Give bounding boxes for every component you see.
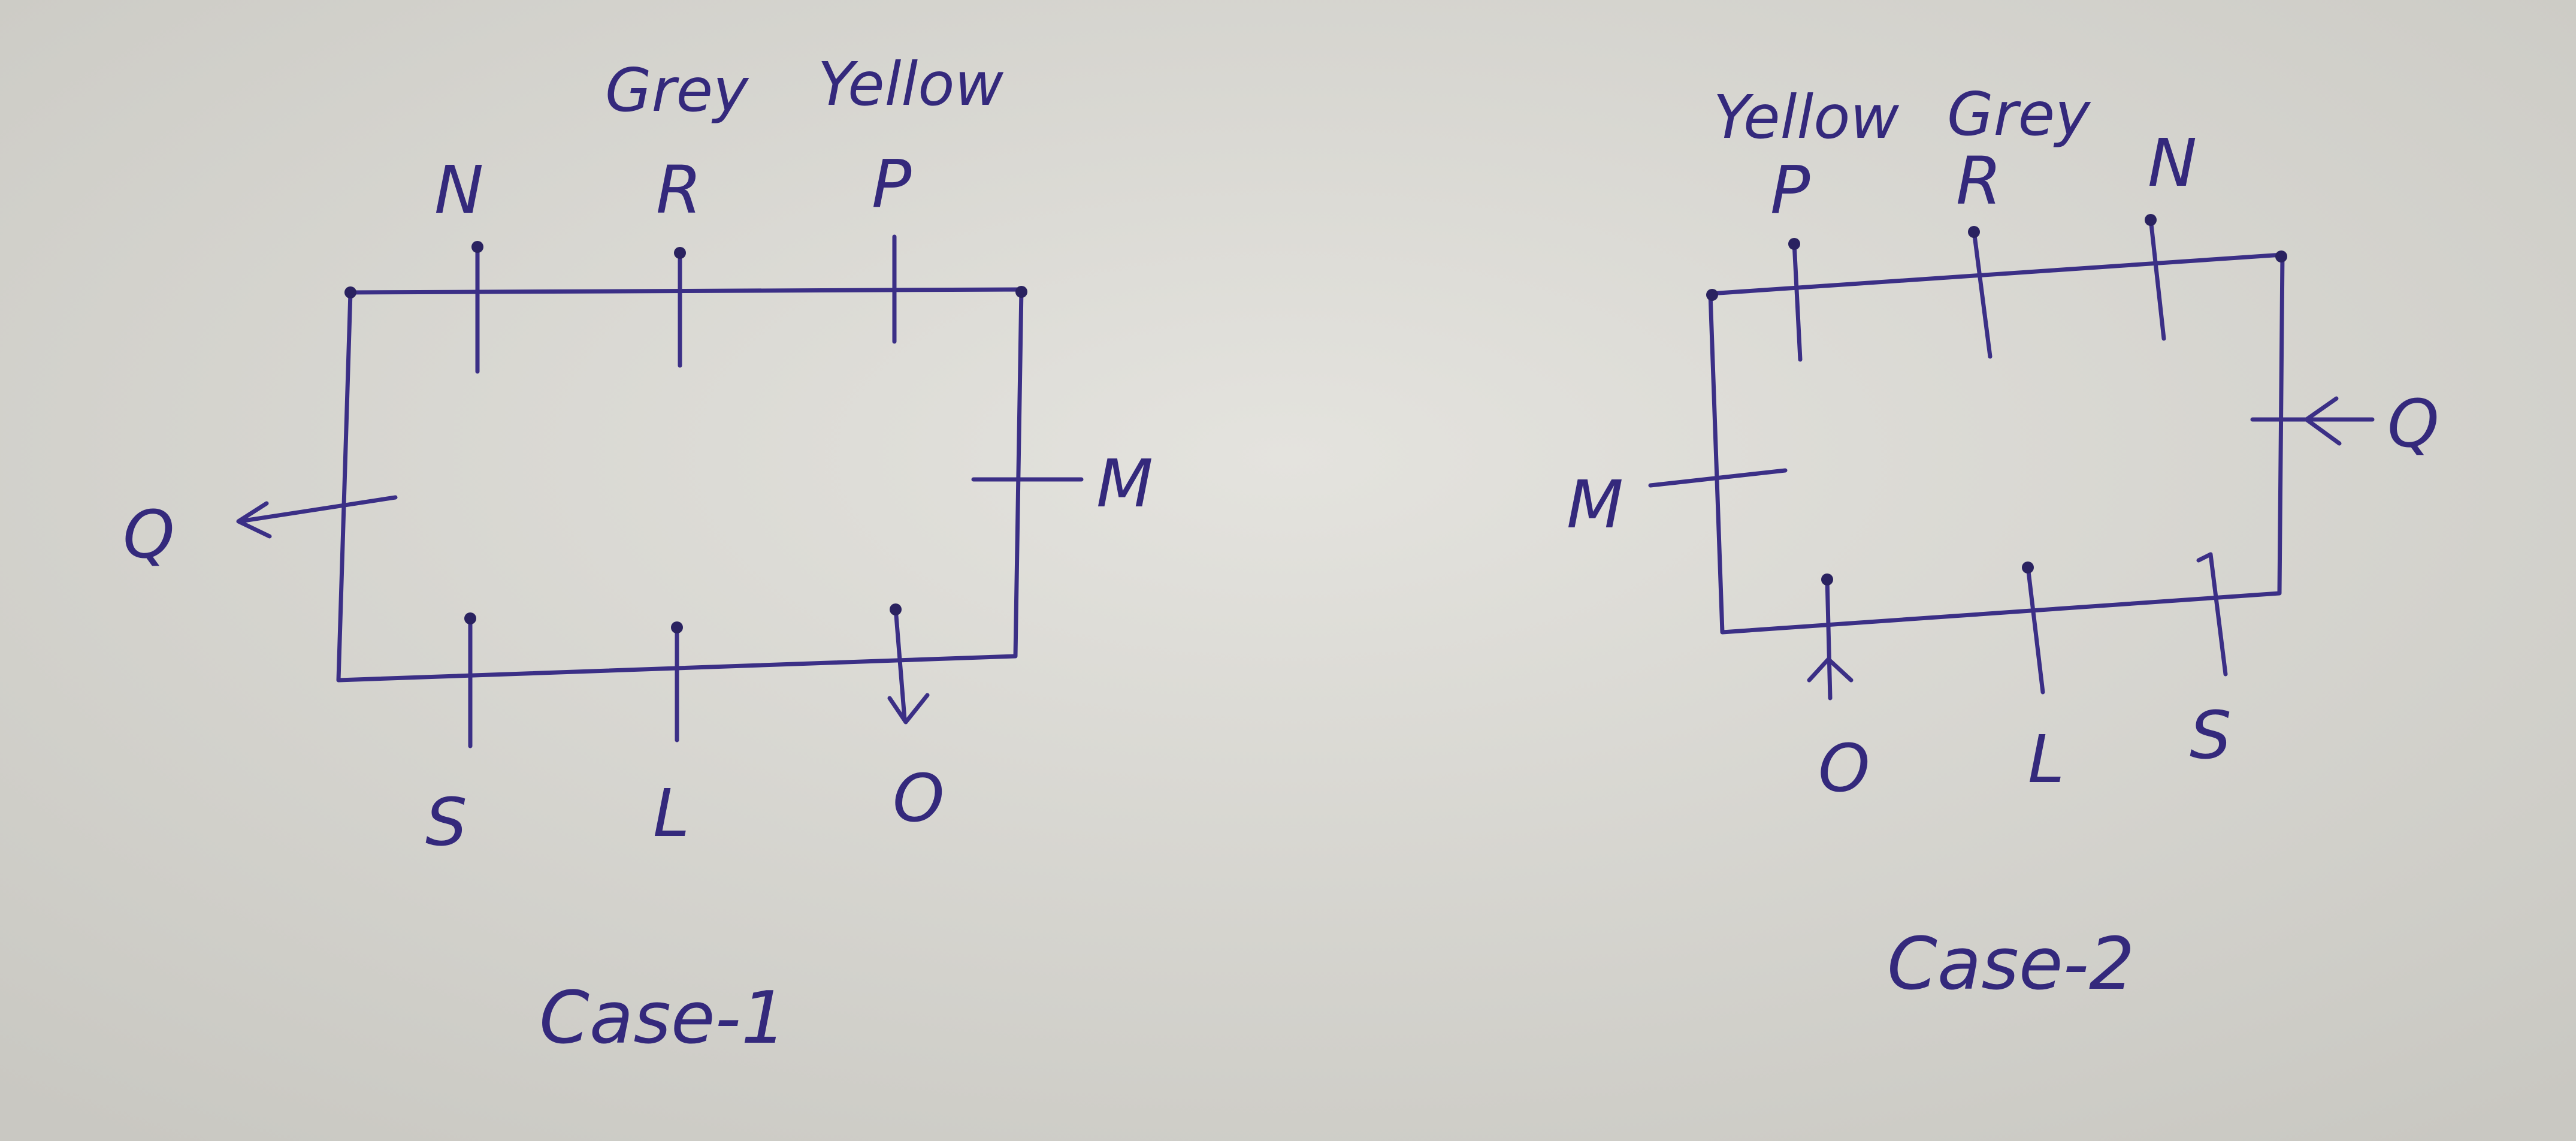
case-2-tick-dot [2022,562,2034,573]
case-2-label-s: S [2190,697,2232,774]
case-1-tick-dot [471,241,483,253]
case-2-tick-s [2196,552,2228,677]
case-2-tick-m [1648,468,1788,488]
case-1-label-m: M [1096,445,1153,522]
case-2-rectangle [1708,252,2285,635]
case-2-arrowhead-o [1807,657,1854,683]
case-2-tick-p [1792,240,1803,362]
case-2-arrowhead-q [2304,396,2342,446]
case-2-corner-dot [1706,289,1718,301]
case-2-diagram: Yellow Grey P R N Q M O L S Case-2 [1567,79,2439,1006]
case-2-label-n: N [2148,125,2197,201]
case-2-label-yellow: Yellow [1713,82,1899,152]
case-1-tick-dot [890,603,902,615]
case-1-diagram: Grey Yellow N R P M Q S L O Case-1 [123,49,1153,1060]
case-1-arrowhead-q [236,501,272,539]
case-1-label-n: N [434,152,483,228]
case-2-label-r: R [1956,143,2001,219]
case-1-label-p: P [872,146,912,222]
case-2-tick-dot [1968,226,1980,238]
case-2-label-m: M [1567,466,1623,543]
case-1-label-q: Q [123,496,175,573]
case-1-label-o: O [893,760,945,837]
case-1-tick-dot [464,612,476,624]
case-2-tick-n [2148,216,2166,341]
case-1-arrowhead-o [887,693,930,725]
case-1-arrow-q [237,495,398,524]
case-2-caption: Case-2 [1887,923,2134,1006]
case-1-corner-dot [344,286,356,298]
case-1-label-r: R [656,152,702,228]
case-1-label-yellow: Yellow [818,49,1003,119]
case-2-label-l: L [2028,721,2064,798]
case-1-label-l: L [653,775,690,852]
case-1-corner-dot [1015,286,1027,298]
case-2-arrow-o [1825,576,1833,701]
case-1-caption: Case-1 [539,977,787,1060]
case-1-tick-dot [671,621,683,633]
case-2-tick-l [2025,564,2045,695]
case-1-tick-dot [674,247,686,259]
case-2-tick-dot [1788,238,1800,250]
case-2-label-grey: Grey [1947,79,2091,149]
case-1-label-grey: Grey [605,55,749,125]
case-2-label-p: P [1770,152,1810,228]
case-2-tick-dot [1821,573,1833,585]
case-1-rectangle [336,287,1024,683]
case-1-label-s: S [425,784,467,861]
case-2-label-o: O [1818,730,1870,807]
case-1-arrow-o [893,606,907,722]
case-2-corner-dot [2275,250,2287,262]
case-2-tick-r [1972,228,1993,359]
case-2-tick-dot [2145,214,2157,226]
case-2-label-q: Q [2387,385,2439,462]
